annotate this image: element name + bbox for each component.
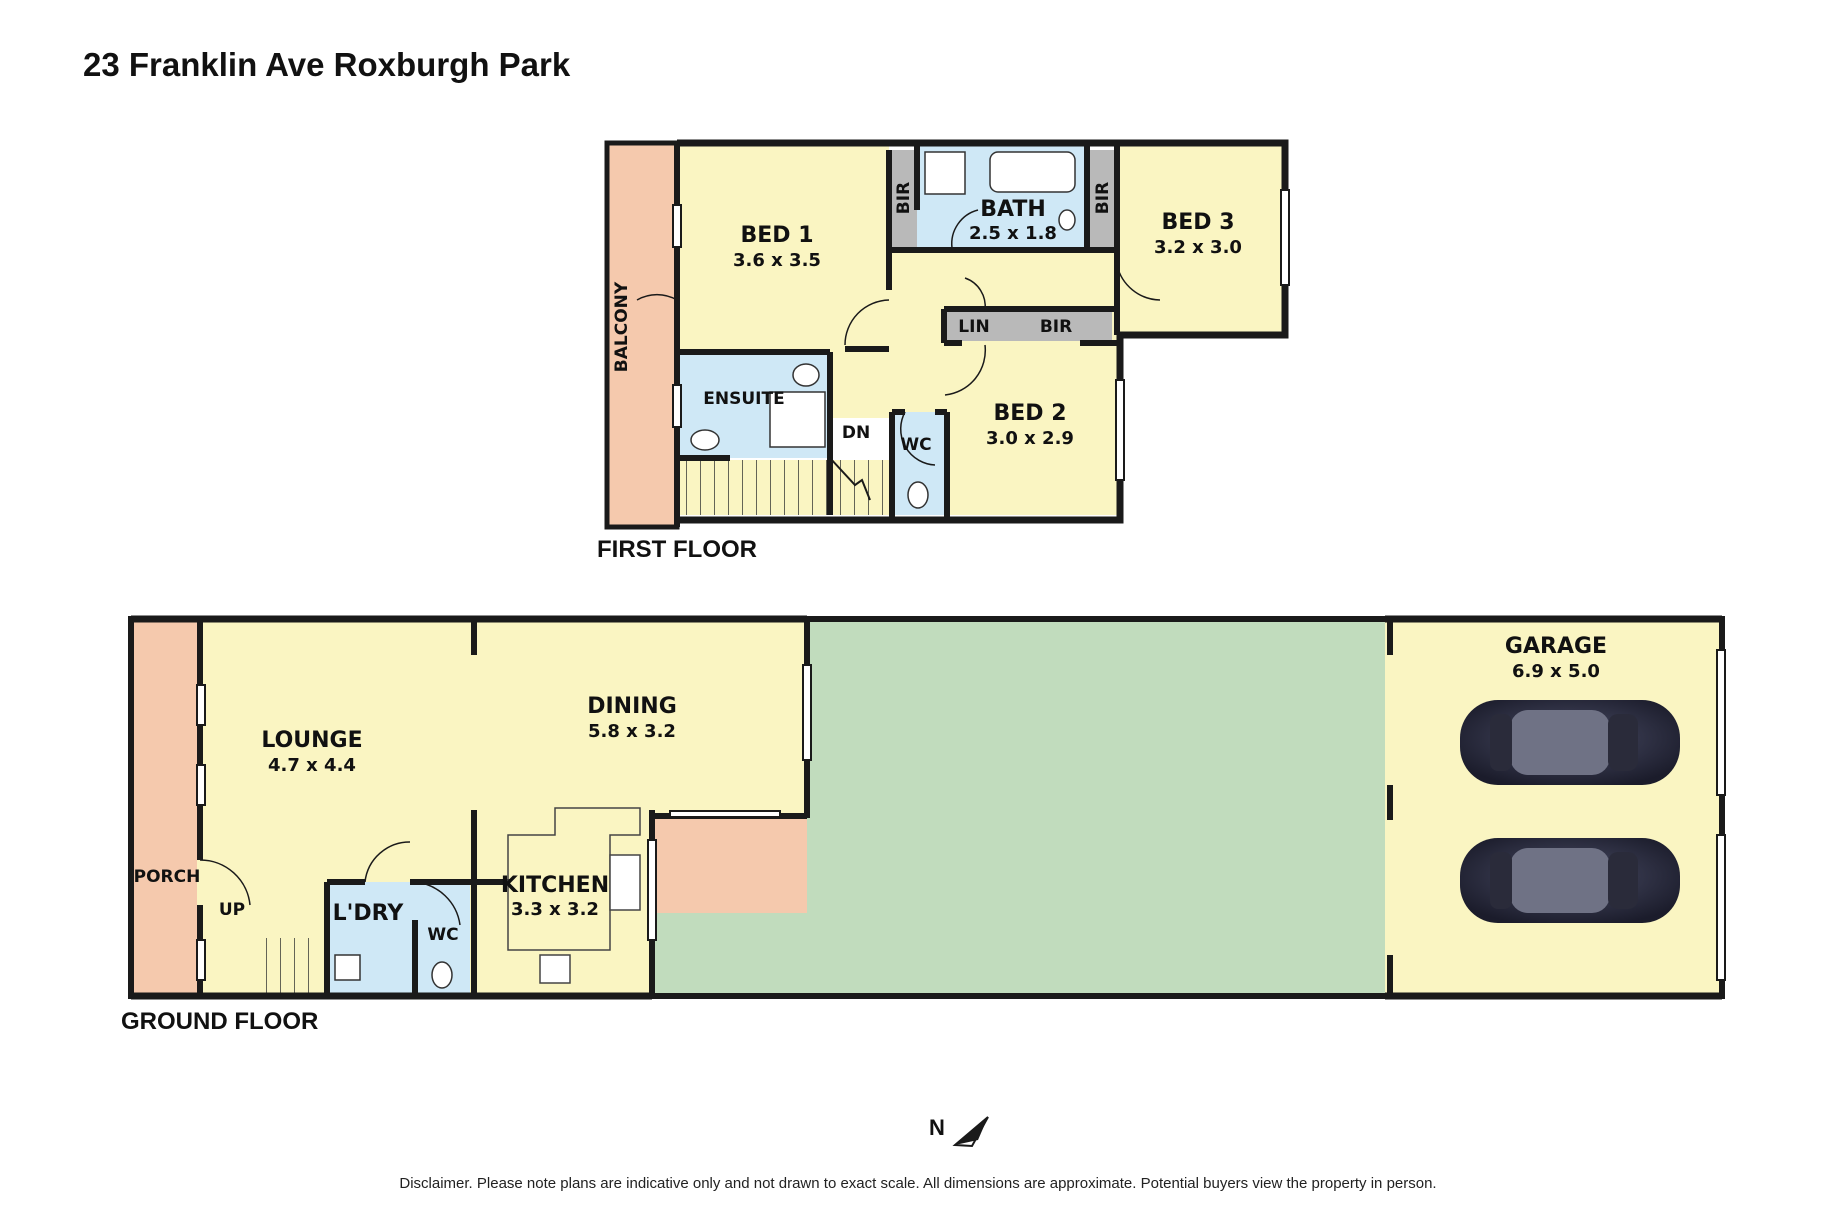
dining-label: DINING (587, 694, 677, 719)
north-label: N (929, 1115, 945, 1140)
bed2-area (950, 341, 1120, 515)
ground-floor: LOUNGE 4.7 x 4.4 DINING 5.8 x 3.2 KITCHE… (121, 615, 1726, 1035)
ensuite-label: ENSUITE (703, 389, 784, 409)
disclaimer-text: Disclaimer. Please note plans are indica… (399, 1175, 1436, 1192)
up-label: UP (219, 900, 245, 920)
first-floor: BED 1 3.6 x 3.5 BATH 2.5 x 1.8 BED 3 3.2… (597, 139, 1290, 563)
bir-bed1 (889, 150, 917, 248)
garage-label: GARAGE (1505, 634, 1607, 659)
first-floor-label: FIRST FLOOR (597, 536, 757, 563)
lin-label: LIN (958, 317, 989, 337)
dn-label: DN (842, 423, 870, 443)
lin-cupboard (947, 311, 1000, 341)
bir-bed3-label: BIR (1093, 182, 1113, 214)
stairs-ground (260, 938, 320, 996)
yard-cover (652, 619, 807, 813)
balcony-label: BALCONY (612, 281, 632, 372)
porch-label: PORCH (134, 867, 201, 887)
bir-bed2 (1000, 311, 1112, 341)
bed3-area (1117, 143, 1285, 335)
first-floor-outer-wall (677, 139, 1289, 524)
paved-area-top (652, 813, 807, 913)
kitchen-label: KITCHEN (501, 873, 609, 898)
bed3-label: BED 3 (1161, 210, 1234, 235)
bed1-area (677, 143, 889, 349)
garage-area (1385, 619, 1722, 996)
bir-bed1-label: BIR (894, 182, 914, 214)
bed2-label: BED 2 (993, 401, 1066, 426)
lounge-label: LOUNGE (261, 728, 362, 753)
kitchen-dim: 3.3 x 3.2 (511, 899, 599, 920)
bed1-label: BED 1 (740, 223, 813, 248)
bir-bed3 (1087, 150, 1117, 248)
bed3-dim: 3.2 x 3.0 (1154, 237, 1242, 258)
bath-label: BATH (980, 197, 1046, 222)
lounge-dim: 4.7 x 4.4 (268, 755, 356, 776)
wc-ground-label: WC (427, 925, 458, 945)
north-arrow-icon: N (929, 1115, 989, 1148)
car-icon (1460, 700, 1680, 785)
garage-dim: 6.9 x 5.0 (1512, 661, 1600, 682)
car-icon (1460, 838, 1680, 923)
plan-title: 23 Franklin Ave Roxburgh Park (83, 46, 571, 83)
bed2-dim: 3.0 x 2.9 (986, 428, 1074, 449)
bir-bed2-label: BIR (1040, 317, 1072, 337)
porch-area (131, 619, 197, 996)
bed1-dim: 3.6 x 3.5 (733, 250, 821, 271)
wc-first-label: WC (900, 435, 931, 455)
laundry-label: L'DRY (333, 901, 405, 926)
dining-dim: 5.8 x 3.2 (588, 721, 676, 742)
stairs-first (677, 460, 894, 515)
hallway-lower (830, 348, 950, 418)
bath-dim: 2.5 x 1.8 (969, 223, 1057, 244)
balcony-area (604, 140, 680, 530)
ground-floor-label: GROUND FLOOR (121, 1008, 318, 1035)
